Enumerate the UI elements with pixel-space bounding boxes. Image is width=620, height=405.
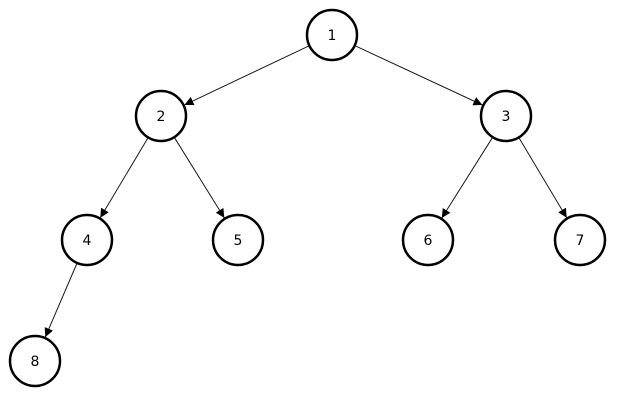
node-circle-5: [211, 213, 265, 267]
node-circle-3: [479, 89, 533, 143]
edge-1-to-3: [354, 45, 483, 106]
edges-group: [44, 45, 568, 338]
edge-2-to-5: [173, 136, 225, 219]
node-label-7: 7: [576, 233, 585, 249]
tree-node-8: 8: [8, 334, 62, 388]
tree-node-4: 4: [60, 213, 114, 267]
edge-4-to-8: [44, 262, 78, 338]
node-circle-7: [553, 213, 607, 267]
node-circle-4: [60, 213, 114, 267]
edge-3-to-6: [441, 136, 494, 219]
edge-3-to-7: [518, 137, 568, 218]
tree-node-6: 6: [401, 213, 455, 267]
tree-node-5: 5: [211, 213, 265, 267]
tree-node-3: 3: [479, 89, 533, 143]
edge-2-to-4: [99, 137, 149, 218]
node-label-6: 6: [424, 233, 433, 249]
node-label-5: 5: [234, 233, 243, 249]
node-circle-2: [134, 89, 188, 143]
nodes-group: 1 2 3 4 5 6 7 8: [8, 8, 607, 388]
node-label-8: 8: [31, 354, 40, 370]
edge-1-to-2: [184, 45, 310, 106]
node-label-2: 2: [157, 109, 166, 125]
node-circle-6: [401, 213, 455, 267]
node-circle-1: [305, 8, 359, 62]
tree-node-1: 1: [305, 8, 359, 62]
node-label-3: 3: [502, 109, 511, 125]
node-label-4: 4: [83, 233, 92, 249]
node-circle-8: [8, 334, 62, 388]
tree-node-2: 2: [134, 89, 188, 143]
tree-node-7: 7: [553, 213, 607, 267]
node-label-1: 1: [328, 28, 337, 44]
